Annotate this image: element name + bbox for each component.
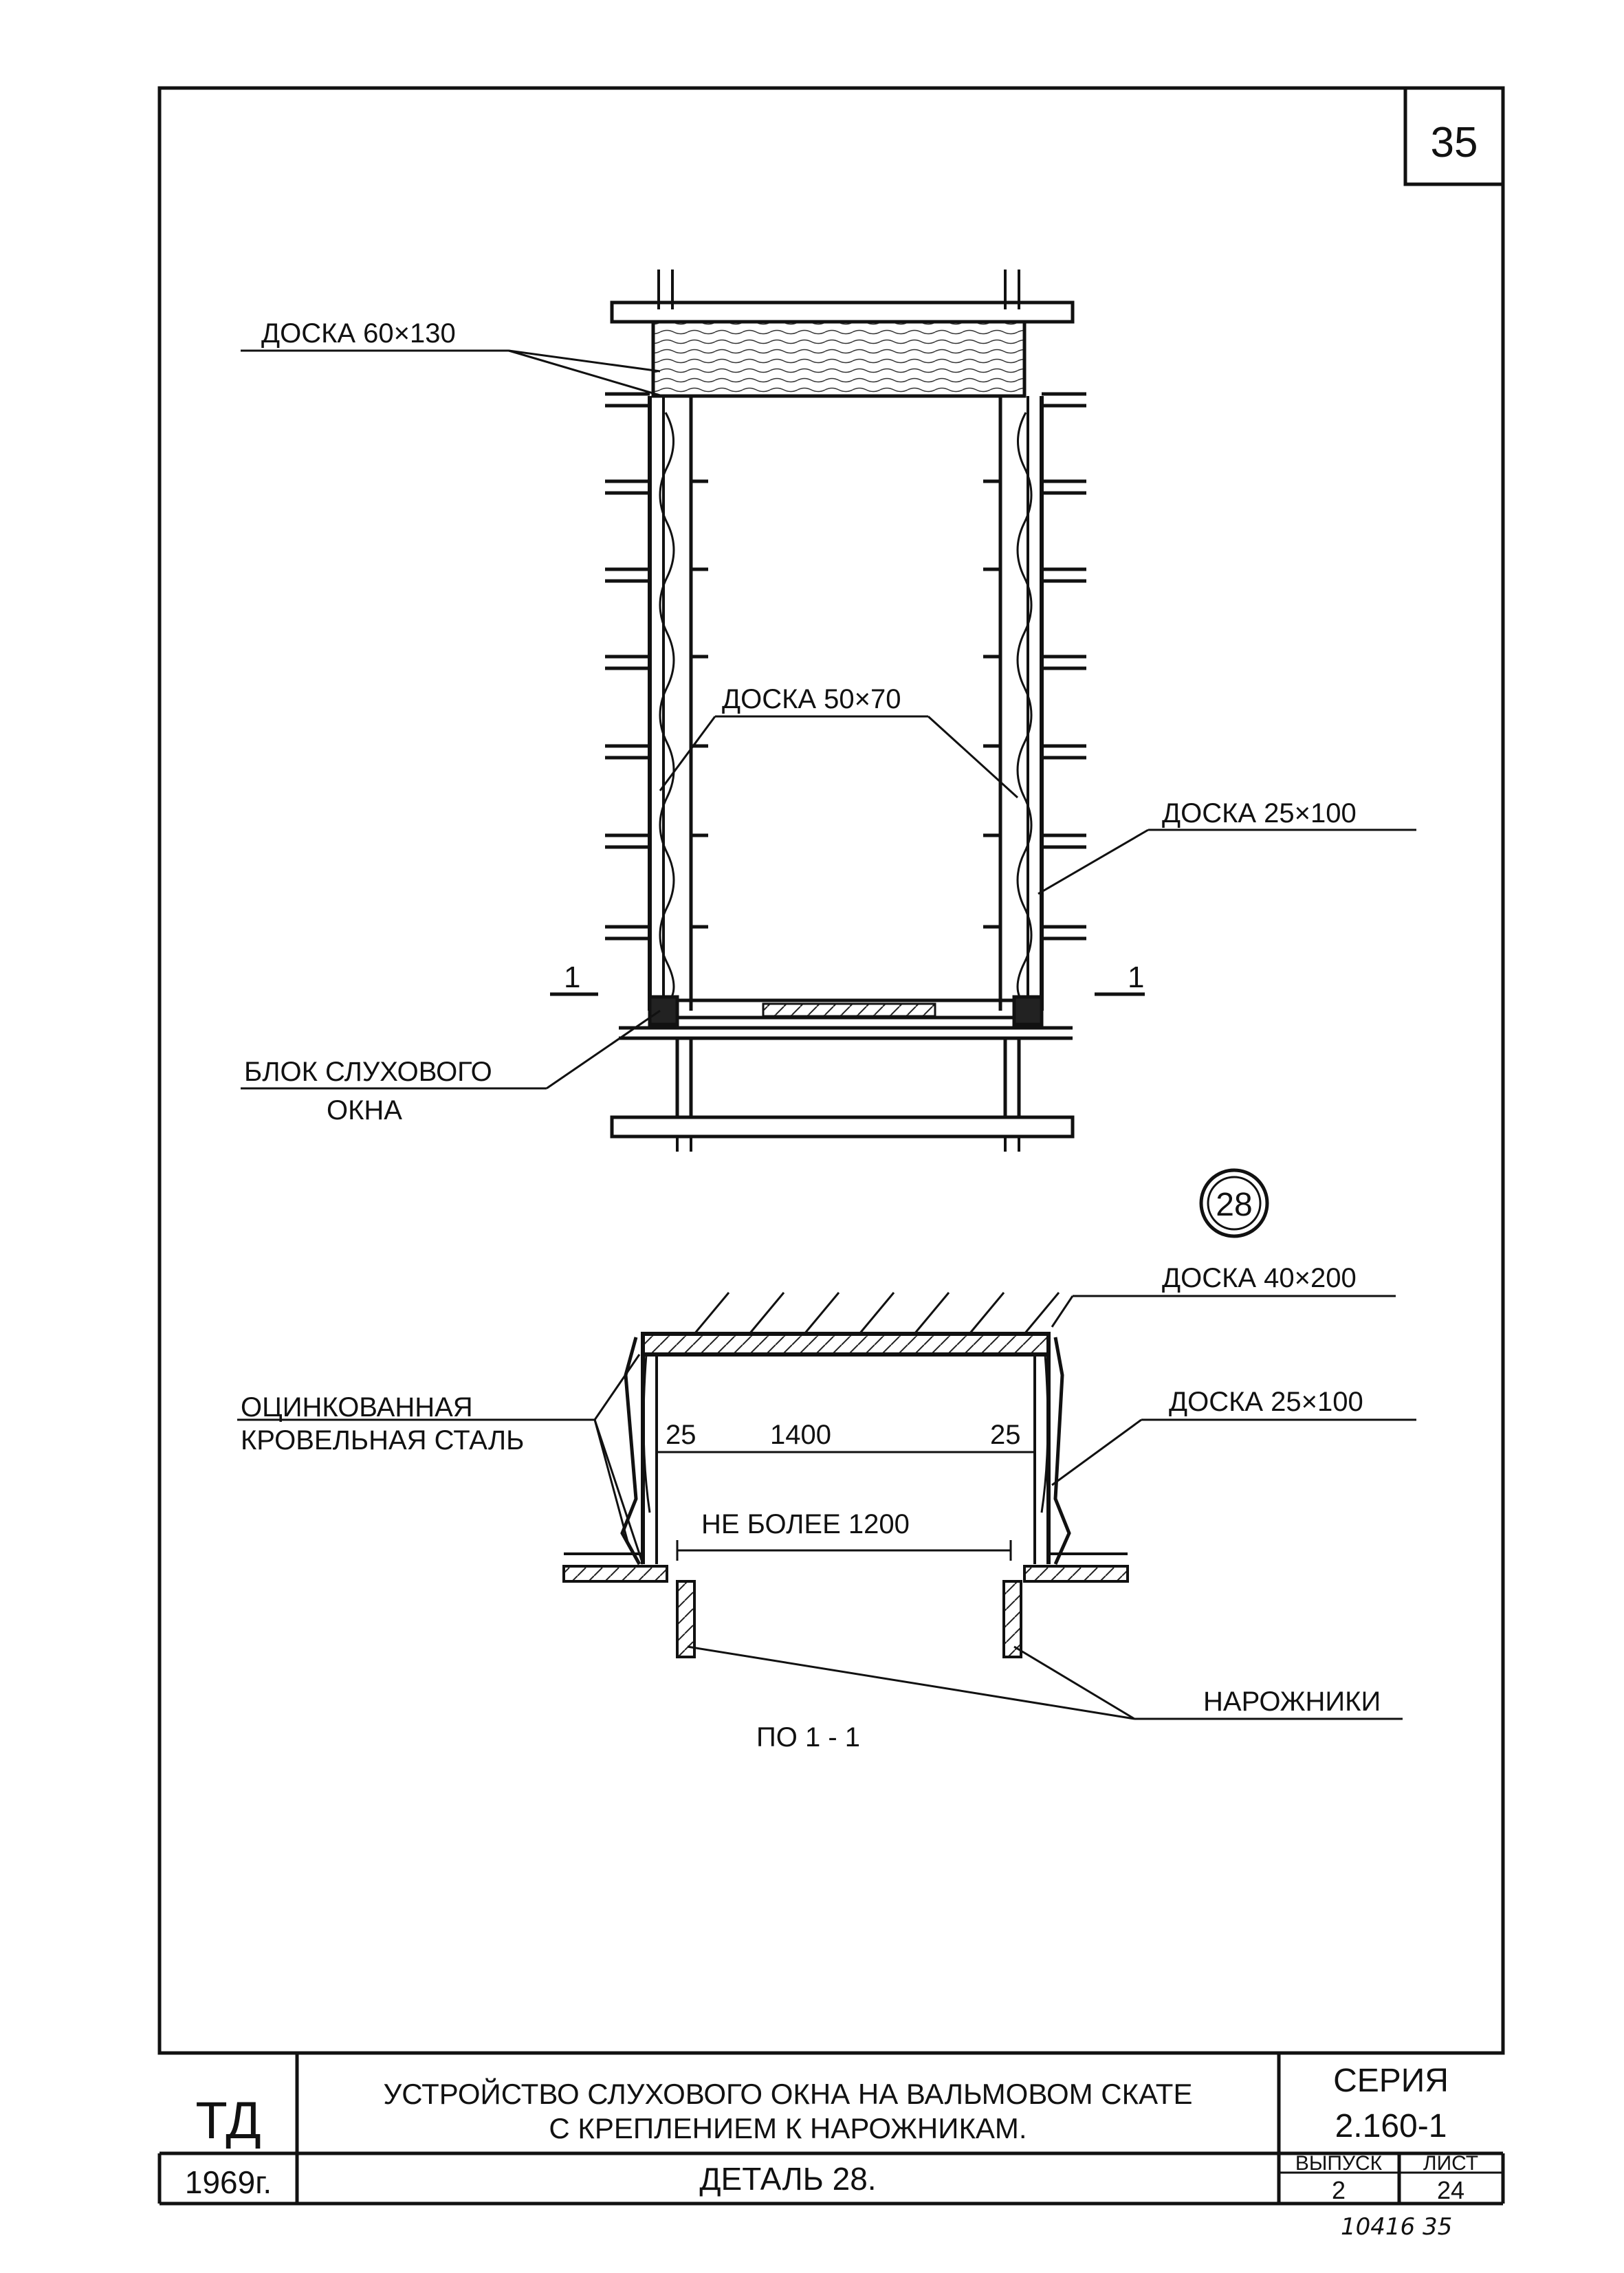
issue-value: 2 [1332, 2176, 1346, 2204]
label-board-25x100-plan: ДОСКА 25×100 [1162, 798, 1357, 828]
dimension-mid: 1400 [770, 1420, 831, 1450]
title-block [157, 2051, 1505, 2206]
section-leaders [237, 1295, 1416, 1720]
page-number: 35 [1431, 119, 1478, 166]
plan-leaders [241, 349, 1416, 1090]
dimension-clear: НЕ БОЛЕЕ 1200 [701, 1509, 910, 1539]
sheet-value: 24 [1437, 2176, 1464, 2204]
label-board-25x100-section: ДОСКА 25×100 [1169, 1387, 1363, 1417]
plan-view [605, 270, 1086, 1152]
issue-label: ВЫПУСК [1295, 2152, 1383, 2175]
title-line-2: С КРЕПЛЕНИЕМ К НАРОЖНИКАМ. [549, 2112, 1027, 2144]
handwritten-note: 10416 35 [1341, 2213, 1452, 2241]
org-mark: ТД [195, 2091, 261, 2150]
label-rafters: НАРОЖНИКИ [1203, 1687, 1381, 1717]
label-window-block-1: БЛОК СЛУХОВОГО [244, 1057, 492, 1087]
label-window-block-2: ОКНА [327, 1095, 402, 1125]
section-view [562, 1292, 1129, 1658]
year: 1969г. [185, 2164, 272, 2200]
dimension-right: 25 [990, 1420, 1021, 1450]
dimension-left: 25 [666, 1420, 696, 1450]
sheet-label: ЛИСТ [1423, 2152, 1478, 2175]
detail-title: ДЕТАЛЬ 28. [699, 2161, 876, 2197]
detail-number-marker: 28 [1199, 1168, 1269, 1238]
page-number-box: 35 [1403, 86, 1505, 186]
title-line-1: УСТРОЙСТВО СЛУХОВОГО ОКНА НА ВАЛЬМОВОМ С… [384, 2077, 1193, 2110]
series-label: СЕРИЯ [1333, 2063, 1449, 2099]
label-board-50x70: ДОСКА 50×70 [722, 684, 901, 714]
label-board-40x200: ДОСКА 40×200 [1162, 1263, 1357, 1293]
section-mark-right: 1 [1128, 960, 1144, 994]
series-value: 2.160-1 [1335, 2108, 1447, 2144]
section-caption: ПО 1 - 1 [756, 1722, 860, 1753]
label-steel-2: КРОВЕЛЬНАЯ СТАЛЬ [241, 1425, 524, 1456]
detail-number: 28 [1216, 1187, 1252, 1223]
label-board-60x130: ДОСКА 60×130 [261, 318, 456, 349]
section-mark-left: 1 [564, 960, 580, 994]
label-steel-1: ОЦИНКОВАННАЯ [241, 1392, 473, 1423]
